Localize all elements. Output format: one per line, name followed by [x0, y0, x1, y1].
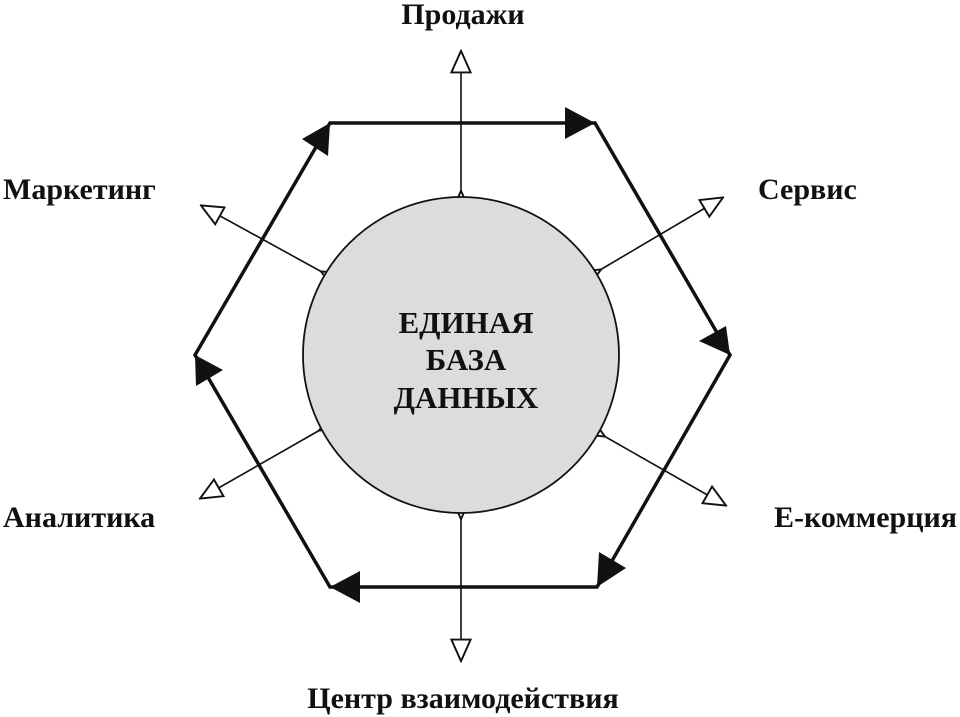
- cycle-arrowhead-bottom-left: [330, 571, 360, 603]
- central-database: ЕДИНАЯ БАЗА ДАННЫХ: [302, 196, 620, 514]
- hexagon-cycle: [192, 107, 733, 603]
- cycle-arrowhead-right-lower: [597, 552, 626, 587]
- connector-service: [600, 198, 722, 270]
- node-label-sales: Продажи: [401, 0, 524, 31]
- cycle-arrowhead-top-right: [565, 107, 595, 139]
- cycle-arrowhead-top-left: [302, 123, 330, 156]
- center-label-line-3: ДАННЫХ: [394, 380, 539, 415]
- database-circle: [302, 196, 620, 514]
- node-label-contact-center: Центр взаимодействия: [307, 682, 618, 715]
- node-label-service: Сервис: [758, 173, 857, 206]
- connector-marketing: [202, 206, 322, 272]
- cycle-arrowhead-right-upper: [699, 326, 730, 355]
- center-label-line-2: БАЗА: [426, 342, 507, 377]
- cycle-arrowhead-left-lower: [195, 355, 223, 386]
- node-label-marketing: Маркетинг: [3, 173, 156, 206]
- node-label-ecommerce: Е-коммерция: [774, 501, 957, 534]
- node-labels: Продажи Маркетинг Сервис Аналитика Е-ком…: [3, 0, 957, 715]
- connector-analytics: [201, 430, 320, 498]
- node-label-analytics: Аналитика: [3, 501, 155, 534]
- center-label-line-1: ЕДИНАЯ: [398, 305, 533, 340]
- connector-ecommerce: [604, 436, 725, 505]
- connectors: [201, 52, 725, 660]
